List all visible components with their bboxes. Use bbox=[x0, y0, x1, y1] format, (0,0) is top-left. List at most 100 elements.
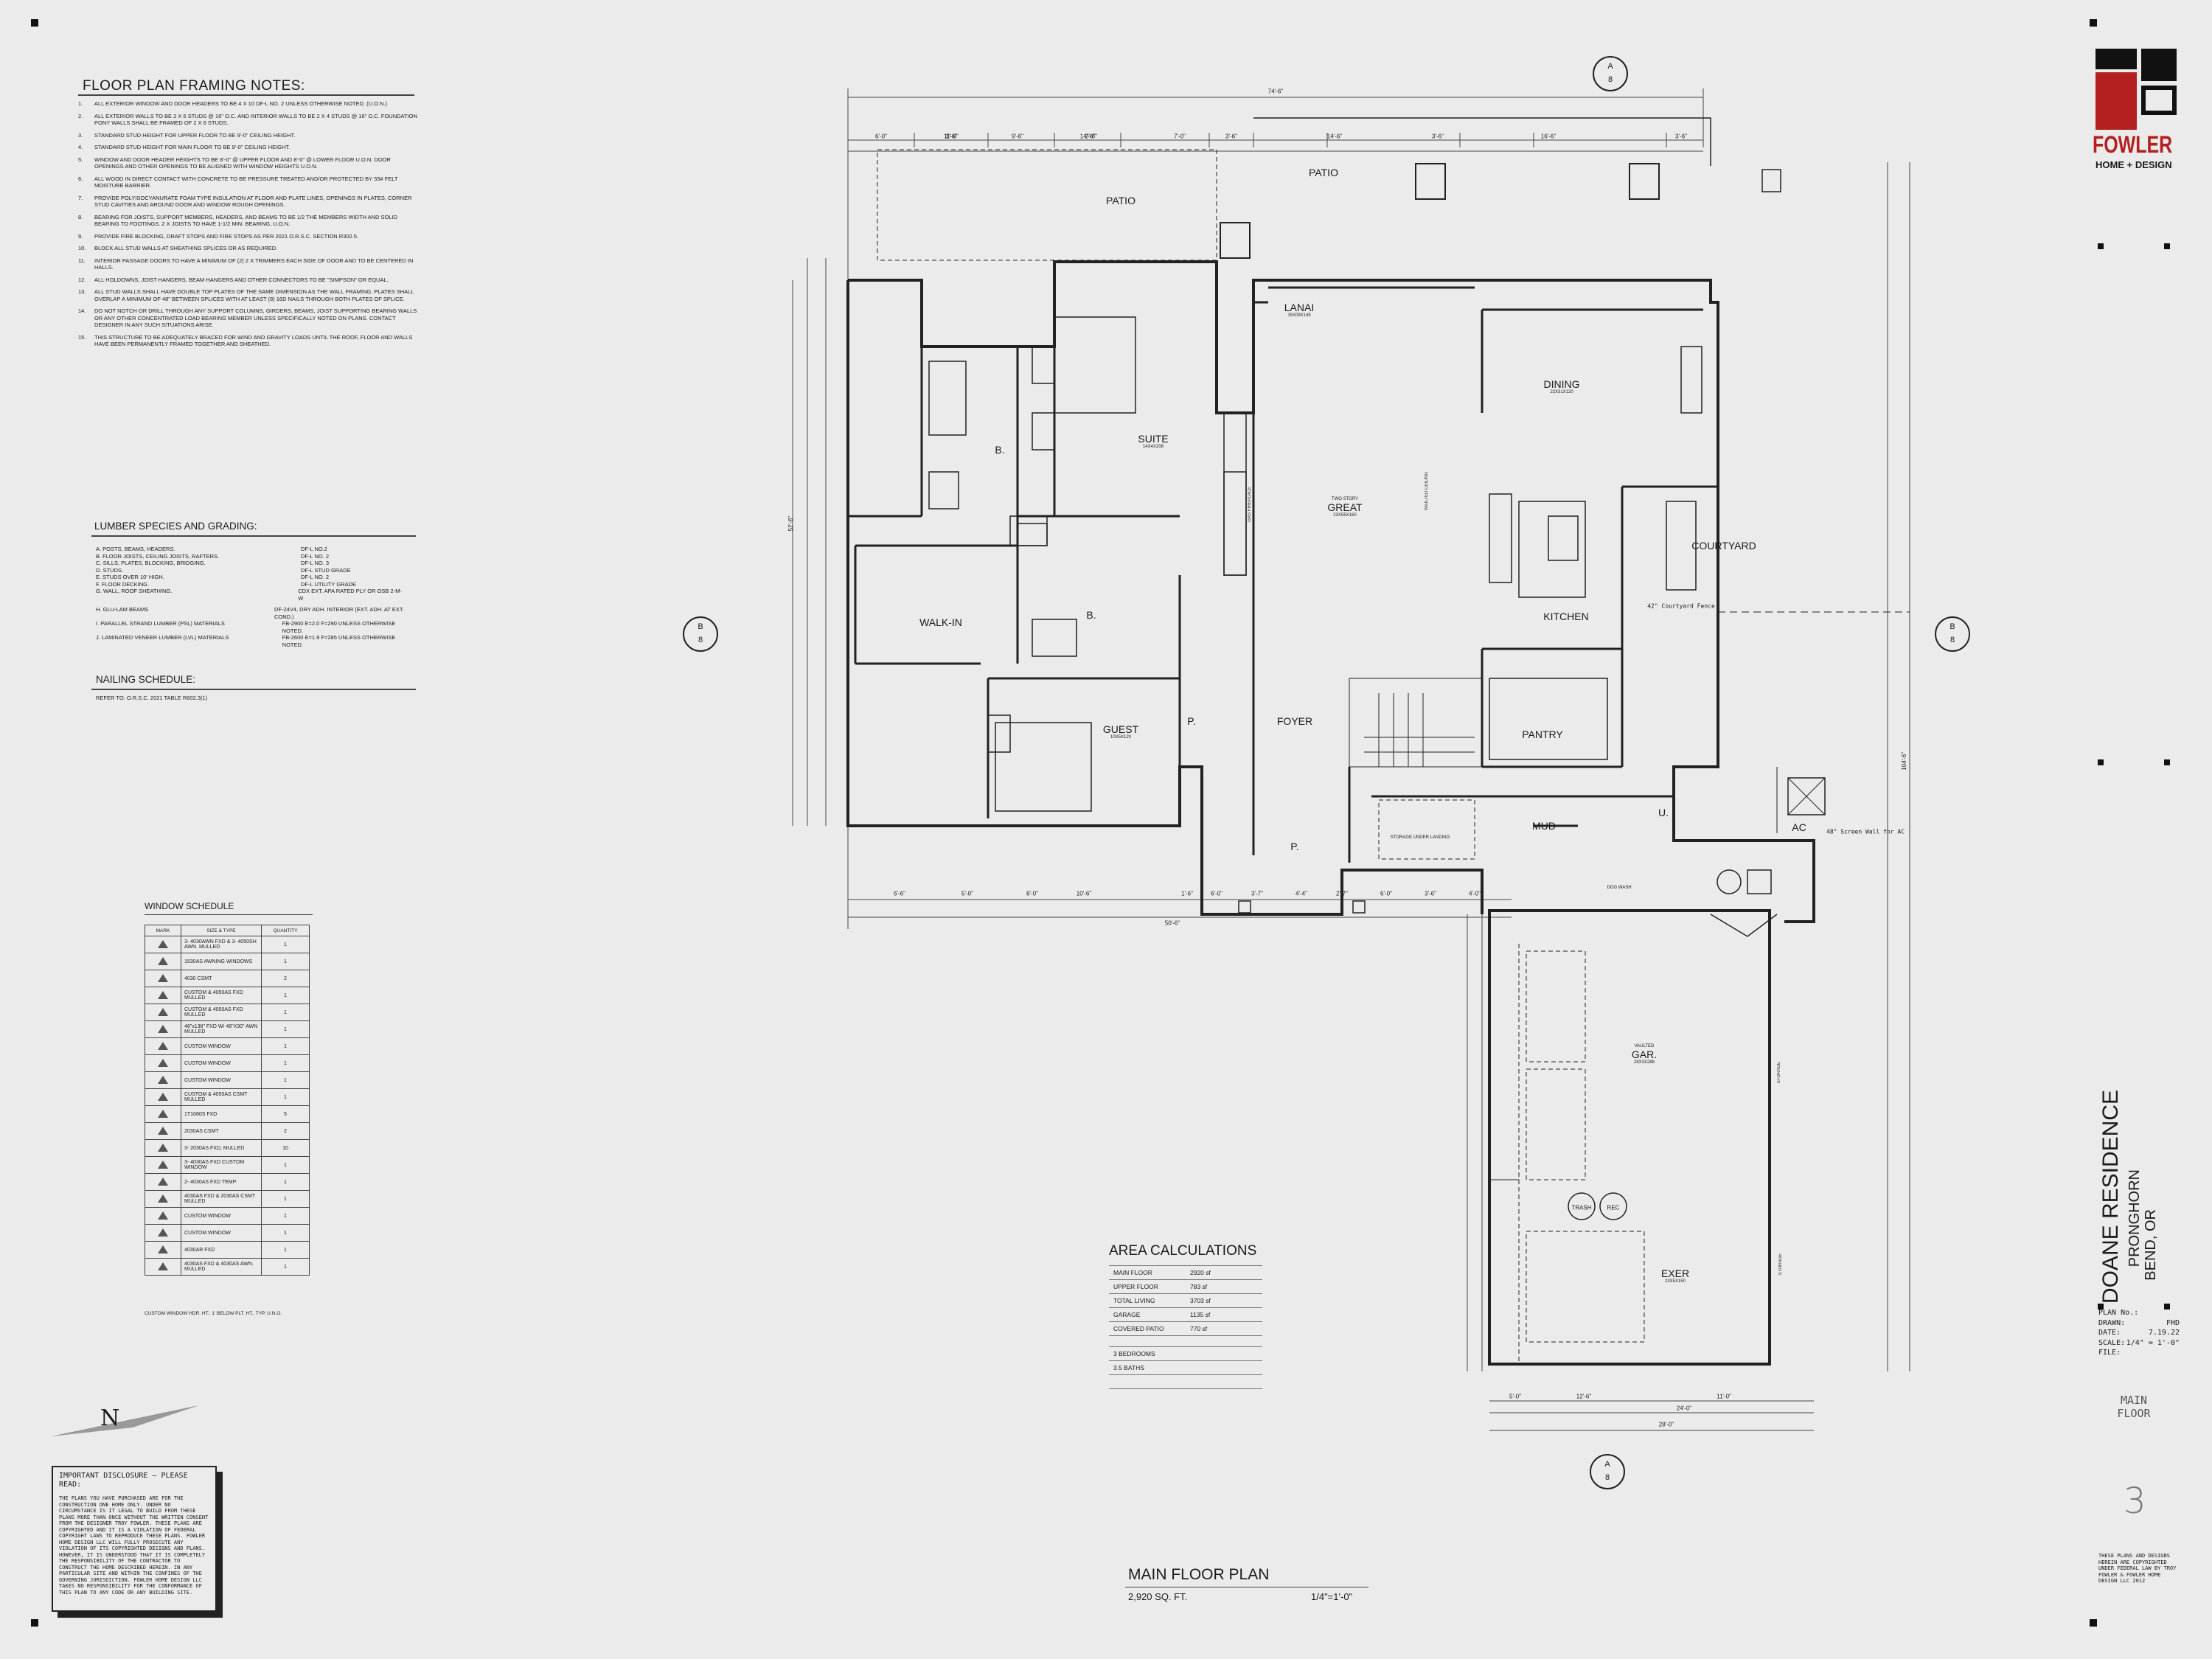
room-label-rec: REC bbox=[1607, 1204, 1620, 1211]
fowler-logo bbox=[2096, 49, 2177, 130]
dimension-label: 4'-0" bbox=[1469, 890, 1481, 897]
area-calculations-title: AREA CALCULATIONS bbox=[1109, 1243, 1257, 1259]
note-text: STANDARD STUD HEIGHT FOR MAIN FLOOR TO B… bbox=[94, 144, 291, 150]
room-label-pantry: PANTRY bbox=[1522, 728, 1563, 740]
room-label-patio: PATIO bbox=[1309, 167, 1338, 178]
window-quantity: 1 bbox=[261, 1156, 310, 1174]
window-quantity: 1 bbox=[261, 1207, 310, 1225]
dimension-label: 3'-6" bbox=[1225, 133, 1237, 140]
window-mark bbox=[145, 1071, 181, 1089]
title-block-row: SCALE:1/4" = 1'-0" bbox=[2098, 1338, 2180, 1349]
note-number: 7. bbox=[78, 194, 83, 201]
project-name: DOANE RESIDENCE bbox=[2098, 1090, 2123, 1304]
dimension-label: 9'-6" bbox=[1012, 133, 1023, 140]
dimension-label: 5'-0" bbox=[1509, 1393, 1521, 1400]
window-quantity: 1 bbox=[261, 1190, 310, 1208]
window-mark-icon bbox=[158, 1160, 168, 1169]
window-size: 1530AS AWNING WINDOWS bbox=[181, 953, 262, 970]
lumber-item: H. GLU-LAM BEAMS bbox=[96, 606, 149, 613]
courtyard-fence-note: 42" Courtyard Fence bbox=[1647, 602, 1715, 610]
lumber-row: B. FLOOR JOISTS, CEILING JOISTS, RAFTERS… bbox=[96, 553, 406, 560]
window-size: 3- 4030AWN FXD & 3- 4050SH AWN. MULLED bbox=[181, 936, 262, 953]
dimension-label: 16'-6" bbox=[1540, 133, 1557, 140]
note-text: ALL EXTERIOR WALLS TO BE 2 X 6 STUDS @ 1… bbox=[94, 112, 417, 127]
screen-wall-note: 48" Screen Wall for AC bbox=[1826, 828, 1905, 835]
framing-note: 8.BEARING FOR JOISTS, SUPPORT MEMBERS, H… bbox=[78, 214, 417, 228]
window-quantity: 1 bbox=[261, 1071, 310, 1089]
area-value: 3703 sf bbox=[1190, 1297, 1211, 1304]
lumber-grade: FB-2900 E=2.0 F=290 UNLESS OTHERWISE NOT… bbox=[282, 620, 396, 634]
dimension-garage-overall: 28'-0" bbox=[1658, 1421, 1674, 1428]
note-text: INTERIOR PASSAGE DOORS TO HAVE A MINIMUM… bbox=[94, 257, 414, 271]
window-mark bbox=[145, 953, 181, 970]
area-value: 770 sf bbox=[1190, 1325, 1208, 1332]
framing-note: 9.PROVIDE FIRE BLOCKING, DRAFT STOPS AND… bbox=[78, 233, 417, 240]
disclosure-body: THE PLANS YOU HAVE PURCHASED ARE FOR THE… bbox=[59, 1495, 209, 1596]
dimension-label: 7'-0" bbox=[1174, 133, 1186, 140]
note-number: 1. bbox=[78, 100, 83, 107]
lumber-grade: DF-L NO. 2 bbox=[301, 552, 330, 560]
copyright-note: THESE PLANS AND DESIGNS HEREIN ARE COPYR… bbox=[2098, 1553, 2177, 1584]
nailing-text: REFER TO: O.R.S.C. 2021 TABLE R602.3(1) bbox=[96, 695, 208, 701]
window-size: 2030AS CSMT bbox=[181, 1122, 262, 1140]
title-block-row: DRAWN:FHD bbox=[2098, 1318, 2180, 1329]
window-quantity: 1 bbox=[261, 1004, 310, 1021]
window-mark-icon bbox=[158, 1092, 168, 1101]
registration-mark bbox=[2164, 759, 2170, 765]
note-number: 12. bbox=[78, 276, 86, 283]
window-size: CUSTOM WINDOW bbox=[181, 1207, 262, 1225]
lumber-item: A. POSTS, BEAMS, HEADERS. bbox=[96, 546, 175, 552]
window-quantity: 1 bbox=[261, 953, 310, 970]
note-text: BLOCK ALL STUD WALLS AT SHEATHING SPLICE… bbox=[94, 245, 278, 251]
registration-mark bbox=[2098, 243, 2104, 249]
window-mark bbox=[145, 987, 181, 1004]
framing-note: 2.ALL EXTERIOR WALLS TO BE 2 X 6 STUDS @… bbox=[78, 113, 417, 127]
lumber-grade: DF-L UTILITY GRADE bbox=[301, 580, 357, 588]
dimension-label: 3'-6" bbox=[1432, 133, 1444, 140]
framing-note: 5.WINDOW AND DOOR HEADER HEIGHTS TO BE 8… bbox=[78, 156, 417, 170]
lumber-grade: FB-2600 E=1.9 F=285 UNLESS OTHERWISE NOT… bbox=[282, 634, 396, 648]
window-quantity: 1 bbox=[261, 1258, 310, 1276]
lumber-title: LUMBER SPECIES AND GRADING: bbox=[94, 521, 257, 532]
room-label-powder: P. bbox=[1290, 841, 1299, 852]
window-quantity: 2 bbox=[261, 970, 310, 987]
area-label: GARAGE bbox=[1113, 1311, 1141, 1318]
window-mark-icon bbox=[158, 973, 168, 982]
dog-wash-note: DOG WASH bbox=[1607, 886, 1632, 890]
title-block-value: FHD bbox=[2166, 1318, 2180, 1327]
divider bbox=[91, 689, 416, 690]
divider bbox=[145, 914, 313, 915]
registration-mark bbox=[2098, 759, 2104, 765]
framing-note: 12.ALL HOLDOWNS, JOIST HANGERS, BEAM HAN… bbox=[78, 276, 417, 284]
dimension-label: 3'-7" bbox=[1251, 890, 1263, 897]
dimension-label: 2'-7" bbox=[1336, 890, 1348, 897]
title-block-label: DATE: bbox=[2098, 1329, 2121, 1337]
lumber-row: D. STUDS.DF-L STUD GRADE bbox=[96, 567, 406, 574]
room-label-mud: MUD bbox=[1532, 820, 1556, 832]
room-label-walk-in: WALK-IN bbox=[919, 616, 962, 628]
lumber-item: E. STUDS OVER 10' HIGH. bbox=[96, 574, 164, 580]
room-label-bath: B. bbox=[995, 444, 1005, 456]
room-label-patio: PATIO bbox=[1106, 195, 1135, 206]
storage-note: STORAGE UNDER LANDING bbox=[1390, 835, 1450, 840]
baths-count: 3.5 BATHS bbox=[1113, 1364, 1144, 1371]
window-mark-icon bbox=[158, 1228, 168, 1237]
window-mark-icon bbox=[158, 1024, 168, 1033]
framing-note: 13.ALL STUD WALLS SHALL HAVE DOUBLE TOP … bbox=[78, 288, 417, 302]
framing-note: 6.ALL WOOD IN DIRECT CONTACT WITH CONCRE… bbox=[78, 175, 417, 189]
window-mark-icon bbox=[158, 1126, 168, 1135]
